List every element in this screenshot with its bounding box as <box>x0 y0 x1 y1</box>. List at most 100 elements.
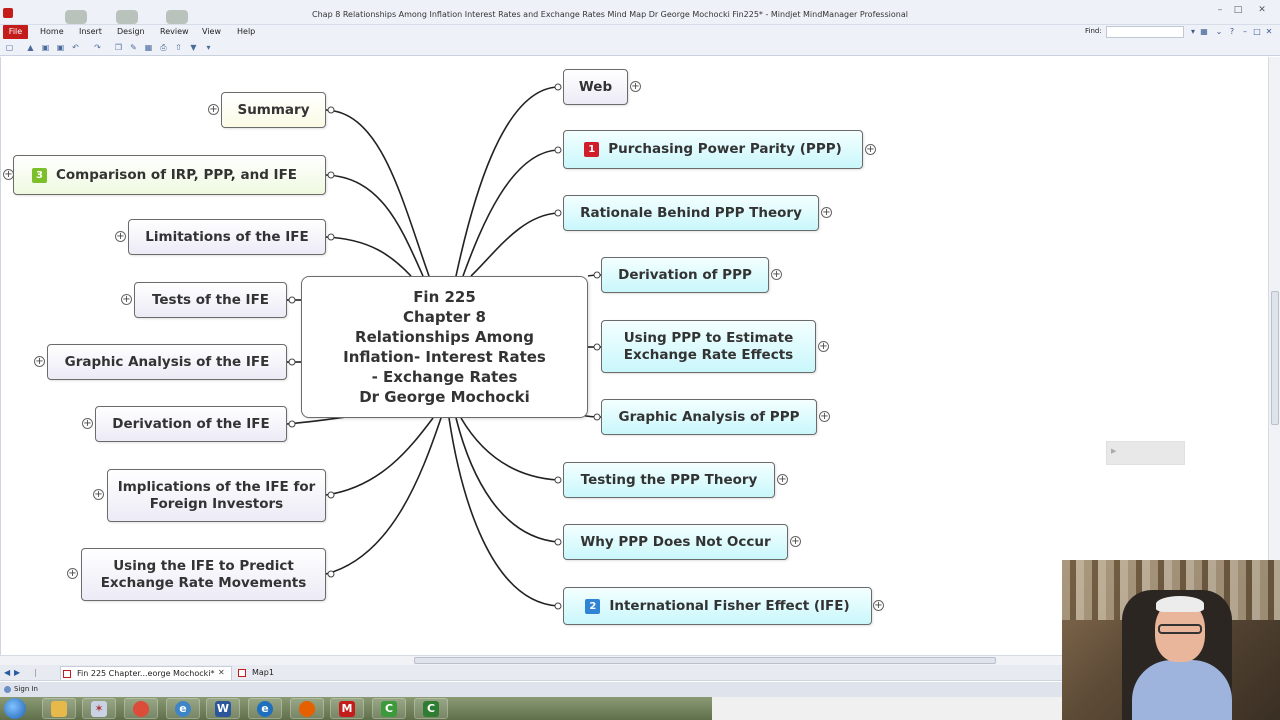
expand-icon[interactable]: + <box>115 231 126 242</box>
save-icon[interactable]: ▣ <box>41 43 50 52</box>
topic-graphic-analysis-ppp[interactable]: Graphic Analysis of PPP <box>601 399 817 435</box>
topic-testing-ppp-theory[interactable]: Testing the PPP Theory <box>563 462 775 498</box>
expand-icon[interactable]: + <box>82 418 93 429</box>
find-options-icon[interactable]: ▾ <box>1190 27 1195 36</box>
expand-icon[interactable]: + <box>873 600 884 611</box>
layout-icon[interactable]: ▦ <box>1200 27 1208 36</box>
expand-icon[interactable]: + <box>121 294 132 305</box>
print-icon[interactable]: ⎙ <box>160 43 167 52</box>
minimize-icon[interactable]: – <box>1217 5 1223 15</box>
topic-label: Graphic Analysis of PPP <box>618 408 800 425</box>
taskbar-paint[interactable]: ✶ <box>82 698 116 719</box>
topic-international-fisher-effect[interactable]: 2 International Fisher Effect (IFE) <box>563 587 872 625</box>
expand-icon[interactable]: + <box>819 411 830 422</box>
chevron-down-icon[interactable]: ⌄ <box>1215 27 1223 36</box>
topic-comparison-irp-ppp-ife[interactable]: 3 Comparison of IRP, PPP, and IFE <box>13 155 326 195</box>
undo-icon[interactable]: ↶ <box>72 43 79 52</box>
central-topic-line: Chapter 8 <box>403 308 486 326</box>
taskbar-tray-area <box>712 697 1062 720</box>
tab-home[interactable]: Home <box>40 27 64 36</box>
close-tab-icon[interactable]: ✕ <box>218 668 225 677</box>
vertical-scrollbar[interactable] <box>1268 57 1280 655</box>
map-layout-icon[interactable]: ▦ <box>144 43 153 52</box>
horizontal-scrollbar[interactable] <box>0 655 1268 665</box>
doc-tab-fin225[interactable]: Fin 225 Chapter...eorge Mochocki* <box>60 666 232 680</box>
taskbar-ie-alt[interactable]: e <box>248 698 282 719</box>
expand-icon[interactable]: + <box>67 568 78 579</box>
topic-purchasing-power-parity[interactable]: 1 Purchasing Power Parity (PPP) <box>563 130 863 169</box>
restore-doc-icon[interactable]: □ <box>1253 27 1261 36</box>
tab-help[interactable]: Help <box>237 27 256 36</box>
tab-nav-left-icon[interactable]: ◀ <box>4 668 11 677</box>
taskbar-firefox[interactable] <box>290 698 324 719</box>
topic-derivation-of-ife[interactable]: Derivation of the IFE <box>95 406 287 442</box>
topic-using-ife-to-predict[interactable]: Using the IFE to Predict Exchange Rate M… <box>81 548 326 601</box>
minimize-doc-icon[interactable]: – <box>1243 27 1247 36</box>
topic-web[interactable]: Web <box>563 69 628 105</box>
find-input[interactable] <box>1106 26 1184 38</box>
expand-icon[interactable]: + <box>630 81 641 92</box>
tab-nav-right-icon[interactable]: ▶ <box>14 668 21 677</box>
redo-icon[interactable]: ↷ <box>94 43 101 52</box>
taskbar-explorer[interactable] <box>42 698 76 719</box>
taskbar-chrome[interactable] <box>124 698 158 719</box>
camtasia-studio-icon: C <box>423 701 439 717</box>
doc-tab-map1[interactable]: Map1 <box>236 666 284 680</box>
topic-rationale-behind-ppp[interactable]: Rationale Behind PPP Theory <box>563 195 819 231</box>
quick-access-icon[interactable] <box>166 10 188 24</box>
topic-summary[interactable]: Summary <box>221 92 326 128</box>
restore-icon[interactable]: □ <box>1233 5 1243 15</box>
new-file-icon[interactable]: ▢ <box>5 43 14 52</box>
close-icon[interactable]: ✕ <box>1258 5 1266 15</box>
topic-graphic-analysis-ife[interactable]: Graphic Analysis of the IFE <box>47 344 287 380</box>
taskbar-word[interactable]: W <box>206 698 240 719</box>
customize-toolbar-icon[interactable]: ▾ <box>206 43 211 52</box>
quick-toolbar: ▢ ▲ ▣ ▣ ↶ ↷ ❐ ✎ ▦ ⎙ ⇧ ▼ ▾ <box>0 40 1280 56</box>
expand-icon[interactable]: + <box>818 341 829 352</box>
central-topic[interactable]: Fin 225 Chapter 8 Relationships Among In… <box>301 276 588 418</box>
expand-icon[interactable]: + <box>771 269 782 280</box>
expand-icon[interactable]: + <box>821 207 832 218</box>
tab-file[interactable]: File <box>3 25 28 39</box>
topic-tests-of-ife[interactable]: Tests of the IFE <box>134 282 287 318</box>
topic-limitations-of-ife[interactable]: Limitations of the IFE <box>128 219 326 255</box>
expand-icon[interactable]: + <box>865 144 876 155</box>
expand-icon[interactable]: + <box>208 104 219 115</box>
copy-icon[interactable]: ❐ <box>114 43 123 52</box>
floating-toolbar-placeholder[interactable]: ▶ <box>1106 441 1185 465</box>
quick-access-icon[interactable] <box>116 10 138 24</box>
doc-tab-label: Map1 <box>252 668 274 677</box>
tab-insert[interactable]: Insert <box>79 27 102 36</box>
vertical-scroll-thumb[interactable] <box>1271 291 1279 425</box>
tab-design[interactable]: Design <box>117 27 145 36</box>
mindmanager-icon: M <box>339 701 355 717</box>
topic-derivation-of-ppp[interactable]: Derivation of PPP <box>601 257 769 293</box>
quick-access-icon[interactable] <box>65 10 87 24</box>
expand-icon[interactable]: + <box>777 474 788 485</box>
close-doc-icon[interactable]: ✕ <box>1265 27 1273 36</box>
status-bar: Sign In <box>0 682 1280 697</box>
expand-icon[interactable]: + <box>34 356 45 367</box>
save-all-icon[interactable]: ▣ <box>56 43 65 52</box>
taskbar-mindmanager[interactable]: M <box>330 698 364 719</box>
topic-using-ppp-to-estimate[interactable]: Using PPP to Estimate Exchange Rate Effe… <box>601 320 816 373</box>
topic-why-ppp-does-not-occur[interactable]: Why PPP Does Not Occur <box>563 524 788 560</box>
help-icon[interactable]: ? <box>1229 27 1235 36</box>
filter-icon[interactable]: ▼ <box>190 43 197 52</box>
taskbar-camtasia-recorder[interactable]: C <box>372 698 406 719</box>
tab-view[interactable]: View <box>202 27 221 36</box>
tab-review[interactable]: Review <box>160 27 189 36</box>
expand-icon[interactable]: + <box>3 169 14 180</box>
expand-icon[interactable]: + <box>790 536 801 547</box>
sign-in-link[interactable]: Sign In <box>14 685 38 693</box>
horizontal-scroll-thumb[interactable] <box>414 657 996 664</box>
open-folder-icon[interactable]: ▲ <box>27 43 34 52</box>
taskbar-camtasia-studio[interactable]: C <box>414 698 448 719</box>
export-icon[interactable]: ⇧ <box>175 43 182 52</box>
expand-icon[interactable]: + <box>93 489 104 500</box>
map-canvas[interactable]: Fin 225 Chapter 8 Relationships Among In… <box>0 57 1268 655</box>
taskbar-ie[interactable]: e <box>166 698 200 719</box>
topic-implications-of-ife[interactable]: Implications of the IFE for Foreign Inve… <box>107 469 326 522</box>
format-painter-icon[interactable]: ✎ <box>130 43 137 52</box>
start-button[interactable] <box>4 698 26 719</box>
